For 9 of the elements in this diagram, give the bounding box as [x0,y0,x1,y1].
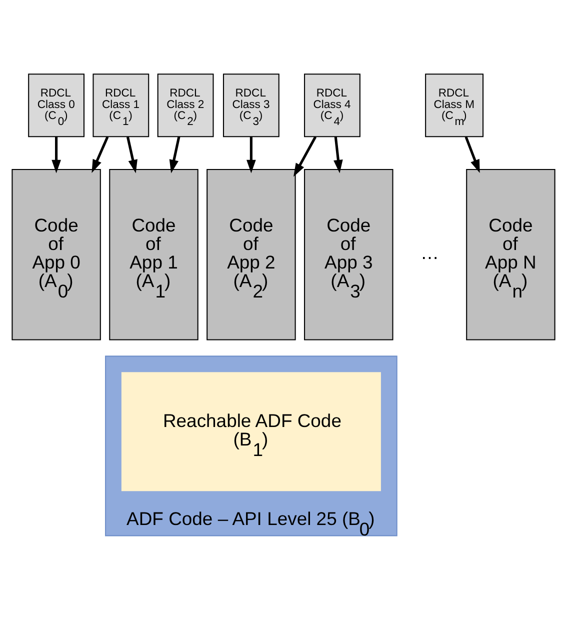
arrow [52,136,61,173]
label: … [420,242,439,263]
arrow [294,136,317,176]
arrow [126,136,138,173]
arrow [92,136,109,172]
arrow [169,136,180,173]
arrow [246,136,256,173]
arrow [334,136,343,173]
arrow [464,136,480,173]
